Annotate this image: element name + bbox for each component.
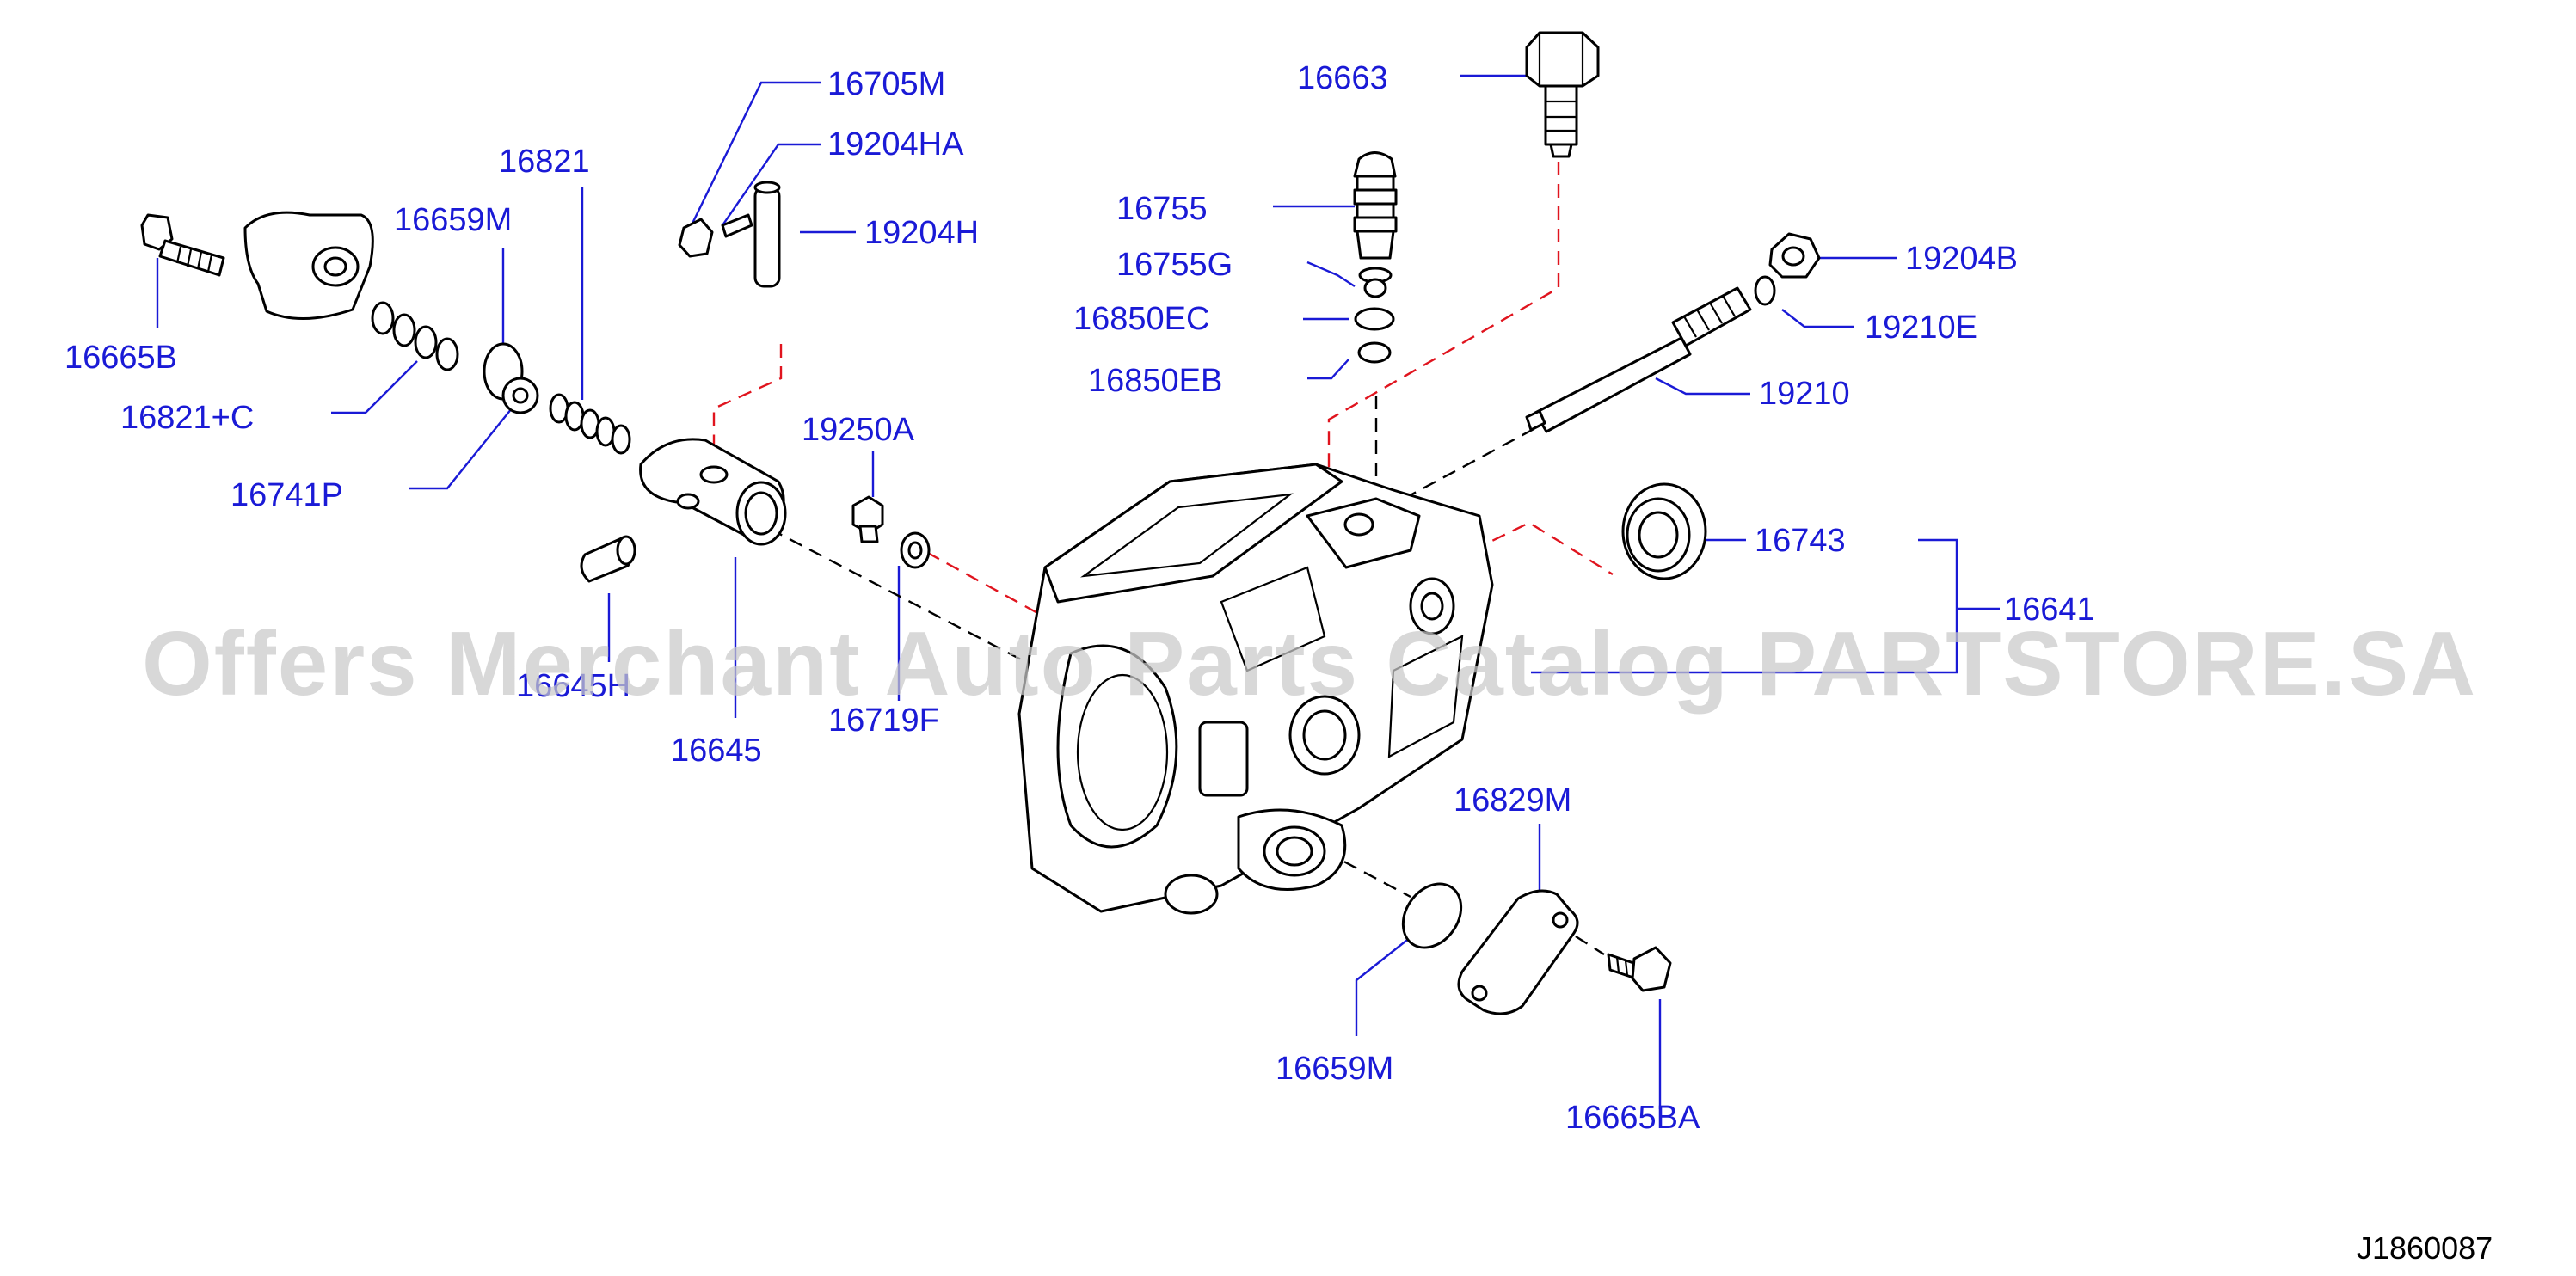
label-16719F: 16719F [828, 702, 939, 739]
label-16645: 16645 [671, 733, 762, 769]
watermark: Offers Merchant Auto Parts Catalog PARTS… [142, 613, 2477, 715]
bearing-16743 [1621, 482, 1707, 580]
label-19210E: 19210E [1865, 310, 1977, 346]
cover-plate-16829M [1457, 889, 1579, 1015]
bolt-16665BA [1607, 946, 1672, 992]
spring-16821 [549, 393, 631, 455]
label-19204HA: 19204HA [827, 126, 964, 163]
label-16850EB: 16850EB [1088, 363, 1222, 399]
shaft-19210 [1525, 286, 1752, 433]
bolt-16663 [1525, 31, 1600, 158]
plug-16645H [580, 535, 636, 583]
label-16705M: 16705M [827, 66, 945, 102]
label-16821: 16821 [499, 144, 590, 180]
label-16659M-bottom: 16659M [1276, 1051, 1393, 1087]
label-16663: 16663 [1297, 60, 1388, 96]
housing-16641 [1017, 463, 1494, 915]
diagram-code: J1860087 [2357, 1230, 2493, 1266]
label-16850EC: 16850EC [1073, 301, 1209, 337]
label-16665BA: 16665BA [1565, 1100, 1700, 1136]
nut-19204B [1754, 232, 1821, 306]
cover-16821 [243, 211, 374, 321]
leader-lines [156, 74, 2000, 1109]
label-16645H: 16645H [516, 668, 630, 704]
label-19204H: 19204H [864, 215, 979, 251]
shim-16659M-top [483, 342, 539, 414]
label-16743: 16743 [1755, 523, 1846, 559]
valve-16755 [1353, 151, 1398, 364]
sleeve-16645 [639, 438, 787, 546]
pin-19204H [678, 181, 781, 288]
gasket-16659M-bottom [1401, 882, 1463, 949]
callout-labels: 16705M 19204HA 19204H 16821 16659M 16665… [65, 60, 2095, 1136]
label-16641: 16641 [2004, 592, 2095, 628]
screw-19250A [851, 495, 931, 569]
label-19250A: 19250A [802, 412, 915, 448]
label-16741P: 16741P [231, 477, 343, 513]
label-19204B: 19204B [1905, 241, 2018, 277]
label-16755G: 16755G [1116, 247, 1233, 283]
label-16665B: 16665B [65, 340, 177, 376]
label-16829M: 16829M [1454, 782, 1571, 819]
spring-16821C [371, 301, 459, 371]
label-16659M-top: 16659M [394, 202, 512, 238]
label-19210: 19210 [1759, 376, 1850, 412]
label-16821C: 16821+C [120, 400, 254, 436]
bolt-16665B [140, 213, 225, 277]
label-16755: 16755 [1116, 191, 1208, 227]
